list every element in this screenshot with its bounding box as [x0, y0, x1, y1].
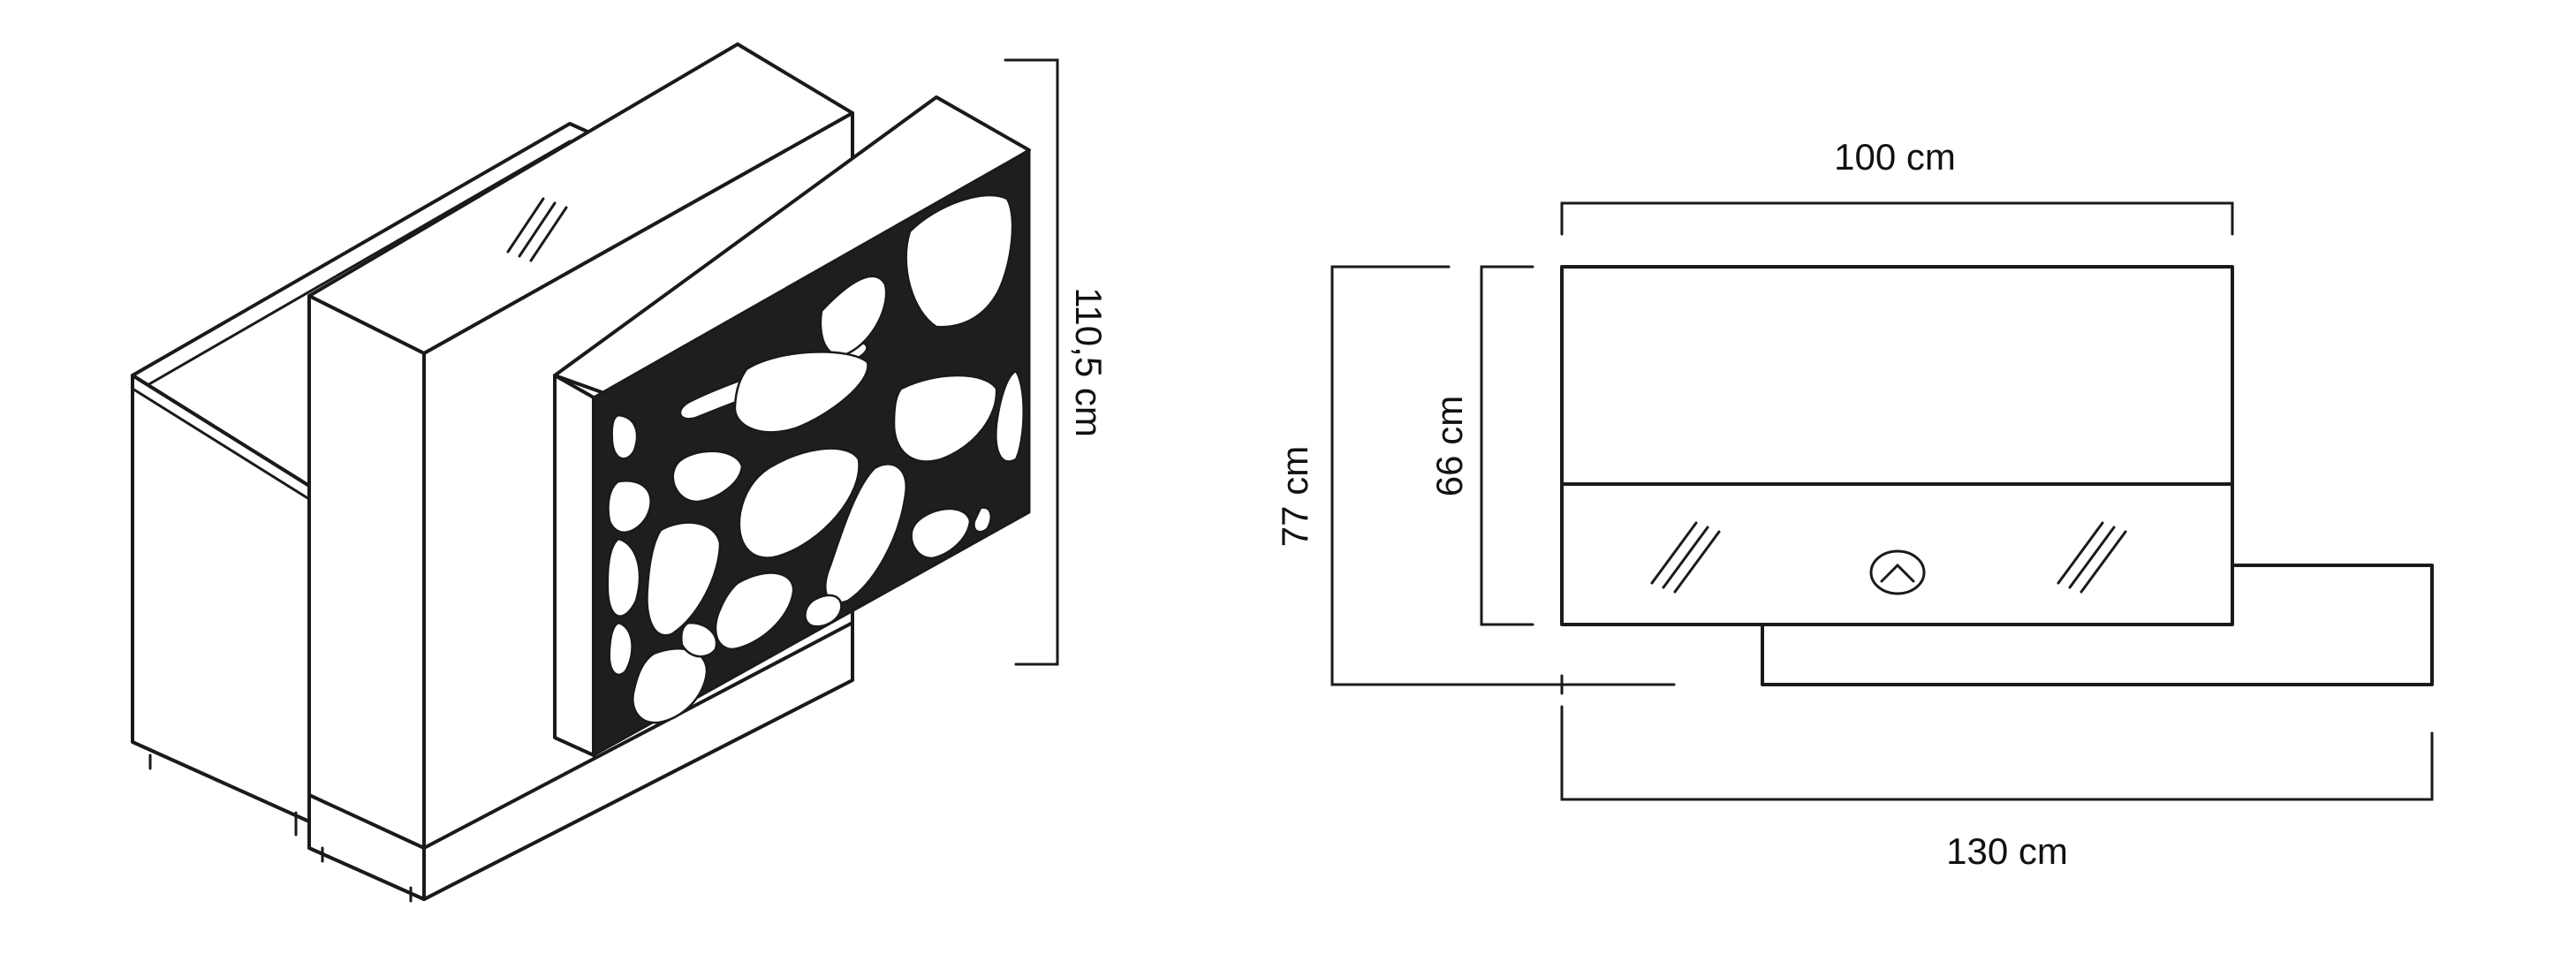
- depth-66-dimension: 66 cm: [1428, 265, 1534, 626]
- depth-66-label: 66 cm: [1428, 396, 1470, 496]
- plinth-front: [422, 621, 854, 901]
- cable-grommet-icon: [1869, 549, 1926, 595]
- decorative-panel-side: [553, 374, 595, 757]
- top-width-label: 100 cm: [1834, 136, 1956, 178]
- isometric-view: 110,5 cm: [131, 42, 1110, 903]
- glass-hatch-left: [1650, 521, 1721, 594]
- total-width-dimension: 130 cm: [1560, 674, 2434, 872]
- lower-step: [1761, 564, 2434, 686]
- plan-view: 100 cm 66 cm 77 cm: [1274, 136, 2434, 872]
- height-dimension: 110,5 cm: [1004, 58, 1110, 666]
- depth-77-label: 77 cm: [1274, 446, 1315, 547]
- top-width-dimension: 100 cm: [1560, 136, 2234, 236]
- decorative-panel: [553, 95, 1031, 757]
- depth-77-dimension: 77 cm: [1274, 265, 1676, 686]
- total-width-label: 130 cm: [1946, 830, 2068, 872]
- glass-hatch-right: [2057, 521, 2127, 594]
- glass-hatch-iso: [506, 197, 568, 262]
- height-label: 110,5 cm: [1068, 287, 1110, 437]
